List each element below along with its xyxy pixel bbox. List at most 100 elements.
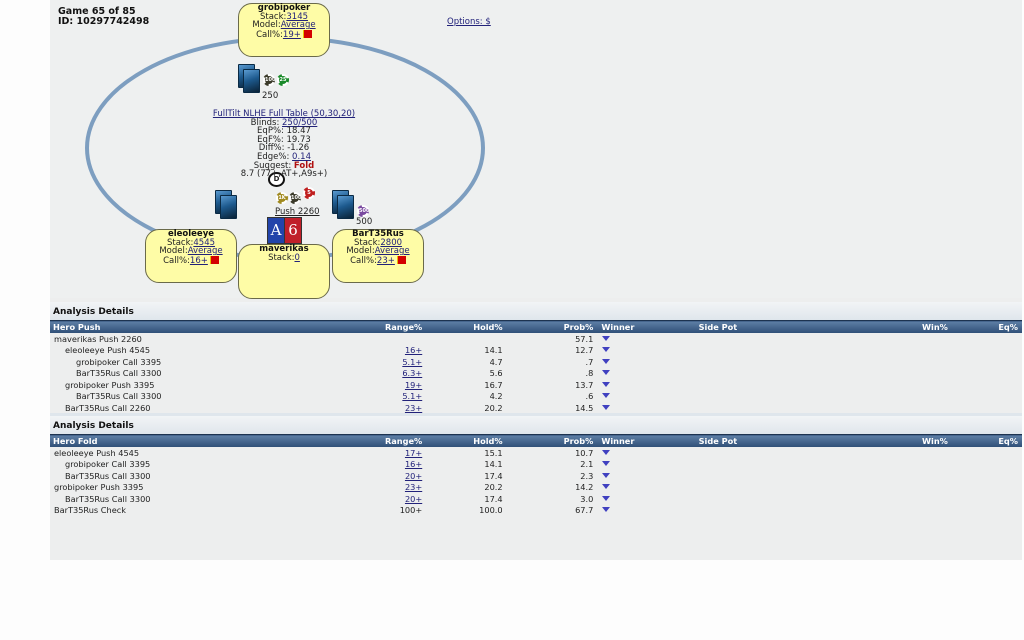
- model-link[interactable]: Average: [280, 20, 316, 30]
- hero-range: 8.7 (77+,AT+,A9s+): [240, 169, 328, 180]
- range-cell: 5.1+: [366, 391, 426, 403]
- expand-arrow-icon[interactable]: [602, 449, 611, 455]
- seat-eleoleeye[interactable]: eleoleeye Stack:4545 Model:Average Call%…: [145, 229, 237, 283]
- seat-maverikas-hero[interactable]: maverikas Stack:0: [238, 244, 330, 299]
- chip-icon-100: 100: [263, 74, 275, 86]
- action-cell: eleoleeye Push 4545: [65, 345, 151, 356]
- prob-cell: 67.7: [575, 505, 594, 516]
- winner-cell: [597, 505, 646, 517]
- blinds-link[interactable]: 250/500: [282, 117, 318, 128]
- range-cell: 20+: [366, 470, 426, 482]
- expand-arrow-icon[interactable]: [602, 335, 611, 341]
- range-cell: 19+: [366, 379, 426, 391]
- stack-link[interactable]: 3145: [286, 11, 309, 22]
- winner-cell: [597, 333, 646, 345]
- prob-cell: 57.1: [575, 333, 594, 344]
- eq-cell: [952, 391, 1022, 403]
- hold-cell: [426, 333, 506, 345]
- poker-table-area: Game 65 of 85 ID: 10297742498 Options: $…: [50, 0, 1022, 299]
- side-pot-cell: [647, 493, 789, 505]
- call-range-link[interactable]: 19+: [282, 29, 301, 40]
- win-cell: [789, 459, 952, 471]
- range-link[interactable]: 5.1+: [402, 391, 423, 402]
- range-cell: 17+: [366, 447, 426, 459]
- expand-arrow-icon[interactable]: [602, 370, 611, 376]
- range-link[interactable]: 20+: [404, 470, 423, 481]
- edge-link[interactable]: 0.14: [292, 151, 311, 162]
- expand-arrow-icon[interactable]: [602, 495, 611, 501]
- call-range-link[interactable]: 16+: [189, 255, 208, 266]
- expand-arrow-icon[interactable]: [602, 404, 611, 410]
- expand-arrow-icon[interactable]: [602, 393, 611, 399]
- chip-icon-100: 100: [289, 192, 301, 204]
- range-cell: 20+: [366, 493, 426, 505]
- expand-arrow-icon[interactable]: [602, 381, 611, 387]
- expand-arrow-icon[interactable]: [602, 347, 611, 353]
- win-cell: [789, 356, 952, 368]
- model-link[interactable]: Average: [187, 246, 223, 256]
- range-link[interactable]: 20+: [404, 493, 423, 504]
- expand-arrow-icon[interactable]: [602, 461, 611, 467]
- seat-name: maverikas: [259, 244, 309, 254]
- expand-arrow-icon[interactable]: [602, 484, 611, 490]
- hold-cell: 4.7: [489, 356, 503, 367]
- range-cell: 100+: [399, 505, 423, 516]
- win-cell: [789, 333, 952, 345]
- hold-cell: 16.7: [484, 379, 503, 390]
- prob-cell: 2.3: [580, 470, 594, 481]
- range-link[interactable]: 23+: [404, 402, 423, 413]
- eq-cell: [952, 333, 1022, 345]
- eq-cell: [952, 505, 1022, 517]
- hold-cell: 14.1: [484, 459, 503, 470]
- range-link[interactable]: 5.1+: [402, 356, 423, 367]
- hand-info: FullTilt NLHE Full Table (50,30,20) Blin…: [200, 110, 368, 179]
- eq-cell: [952, 345, 1022, 357]
- win-cell: [789, 447, 952, 459]
- card-backs-icon-bart35rus: [332, 190, 354, 219]
- seat-grobipoker[interactable]: grobipoker Stack:3145 Model:Average Call…: [238, 3, 330, 57]
- prob-cell: 12.7: [575, 345, 594, 356]
- winner-cell: [597, 493, 646, 505]
- range-link[interactable]: 17+: [404, 447, 423, 458]
- hero-push-link[interactable]: Push 2260: [275, 207, 320, 217]
- stack-link[interactable]: 4545: [193, 237, 216, 248]
- range-link[interactable]: 6.3+: [402, 368, 423, 379]
- range-link[interactable]: 23+: [404, 482, 423, 493]
- options-link[interactable]: Options: $: [447, 17, 491, 27]
- stack-link[interactable]: 0: [294, 252, 300, 263]
- hero-card-six-hearts: 6: [284, 217, 302, 244]
- analysis-table-fold: Hero Fold Range% Hold% Prob% Winner Side…: [50, 434, 1022, 516]
- stack-link[interactable]: 2800: [380, 237, 403, 248]
- range-cell: 23+: [366, 482, 426, 494]
- seat-bart35rus[interactable]: BarT35Rus Stack:2800 Model:Average Call%…: [332, 229, 424, 283]
- expand-arrow-icon[interactable]: [602, 358, 611, 364]
- action-cell: BarT35Rus Call 3300: [65, 493, 151, 504]
- hero-card-ace-diamonds: A: [267, 217, 285, 244]
- structure-link[interactable]: FullTilt NLHE Full Table (50,30,20): [212, 109, 356, 119]
- eq-cell: [952, 482, 1022, 494]
- seat-name: eleoleeye: [167, 229, 215, 239]
- win-cell: [789, 470, 952, 482]
- winner-cell: [597, 391, 646, 403]
- range-link[interactable]: 19+: [404, 379, 423, 390]
- call-range-link[interactable]: 23+: [376, 255, 395, 266]
- expand-arrow-icon[interactable]: [602, 472, 611, 478]
- game-info: Game 65 of 85 ID: 10297742498: [58, 7, 149, 27]
- range-link[interactable]: 16+: [404, 345, 423, 356]
- winner-cell: [597, 368, 646, 380]
- expand-arrow-icon[interactable]: [602, 507, 611, 513]
- bet-amount-grobipoker: 250: [262, 91, 279, 101]
- eqf-value: 19.73: [286, 134, 311, 145]
- action-cell: BarT35Rus Check: [54, 505, 126, 516]
- suggest-value: Fold: [293, 160, 315, 171]
- range-link[interactable]: 16+: [404, 459, 423, 470]
- eq-cell: [952, 402, 1022, 414]
- model-link[interactable]: Average: [374, 246, 410, 256]
- hold-cell: 17.4: [484, 493, 503, 504]
